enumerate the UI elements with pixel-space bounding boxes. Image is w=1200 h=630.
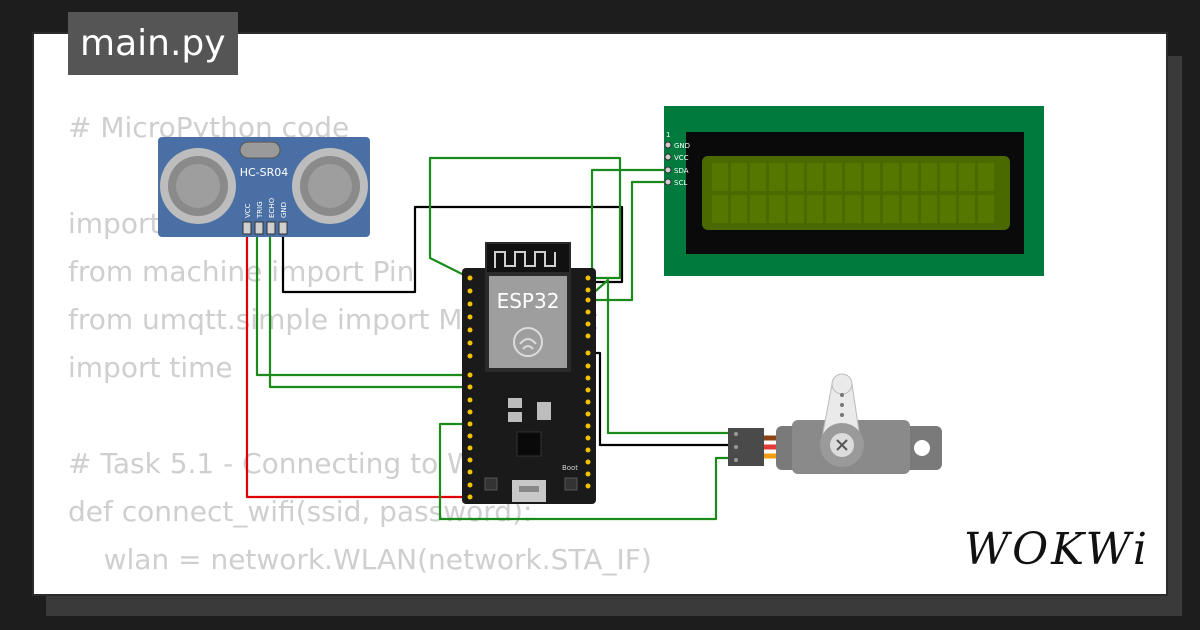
lcd-pin-sda: SDA xyxy=(674,167,689,175)
wire-trig-green xyxy=(255,232,470,377)
wire-lcd-sda xyxy=(590,168,668,290)
hc-sr04-sensor: HC-SR04 VCC TRIG ECHO GND xyxy=(158,137,370,237)
wire-echo-green xyxy=(268,232,470,389)
wire-lcd-vcc xyxy=(589,278,728,435)
lcd-pin1-label: 1 xyxy=(666,131,670,139)
boot-label: Boot xyxy=(562,464,578,472)
lcd-pin-gnd: GND xyxy=(674,142,690,150)
esp32-label: ESP32 xyxy=(497,289,560,313)
sensor-pin-vcc: VCC xyxy=(244,203,252,218)
sensor-pin-gnd: GND xyxy=(280,202,288,218)
wire-gnd-black xyxy=(281,205,624,294)
file-tab[interactable]: main.py xyxy=(68,12,238,75)
wire-servo-signal xyxy=(438,422,728,521)
wokwi-logo: WOKWi xyxy=(963,524,1150,575)
sensor-model-label: HC-SR04 xyxy=(240,166,289,179)
lcd-pin-scl: SCL xyxy=(674,179,687,187)
wire-left-top-green xyxy=(428,156,622,280)
code-preview: # MicroPython code import network from m… xyxy=(68,111,652,594)
lcd-display: 1 GND VCC SDA SCL xyxy=(664,106,1044,276)
wire-servo-gnd xyxy=(590,351,728,447)
lcd-pin-vcc: VCC xyxy=(674,154,689,162)
wire-vcc-red xyxy=(245,232,470,499)
esp32-board: ESP32 Boot xyxy=(462,242,596,504)
sensor-pin-echo: ECHO xyxy=(268,197,276,218)
servo-motor xyxy=(728,373,942,474)
sensor-pin-trig: TRIG xyxy=(256,201,264,219)
wire-lcd-scl xyxy=(590,180,668,302)
